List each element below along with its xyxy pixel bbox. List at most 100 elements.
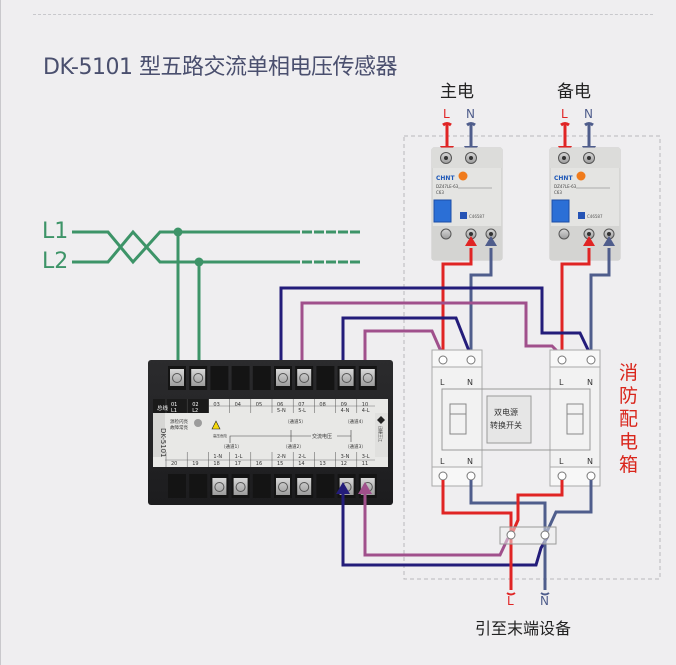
bus-label-l1: L1 [42, 219, 68, 244]
logo-text: 迅捷王江 [378, 426, 384, 442]
top-terminal-sub: L1 [171, 408, 177, 414]
frame-border [0, 0, 1, 665]
bottom-terminal-number: 20 [171, 461, 177, 467]
ats-bottom-l: L [440, 457, 445, 466]
top-terminal-sub: 4-L [362, 408, 370, 414]
svg-text:C46587: C46587 [469, 214, 485, 219]
top-terminal-number: 08 [319, 402, 325, 408]
top-terminal-sub: 5-N [277, 408, 286, 414]
ats-out-l-2 [509, 480, 564, 590]
indicator-text-1: 源检闪亮 [170, 418, 188, 425]
terminal-bottom-2 [189, 474, 208, 498]
output-terminal [499, 526, 557, 545]
main-n-label: N [466, 107, 475, 121]
output-n-label: N [540, 594, 549, 608]
cabinet-label-char: 消 [619, 362, 638, 384]
svg-text:C63: C63 [436, 190, 444, 195]
main-l-to-ats [441, 248, 473, 356]
main-breaker: CHNT DZ47LE-63 C63 C46587 [431, 147, 503, 261]
bus-label-l2: L2 [42, 249, 68, 274]
ats-top-n: N [467, 378, 473, 387]
bottom-terminal-sub: 3-L [362, 454, 370, 460]
ch5-l-wire [300, 301, 564, 370]
sensor-module [148, 360, 393, 505]
ats2-top-l: L [559, 378, 564, 387]
status-led [194, 419, 202, 427]
top-terminal-number: 06 [277, 402, 283, 408]
ch4-label: （通道4） [345, 418, 366, 425]
ats-label-line2: 转换开关 [490, 420, 522, 430]
output-l-label: L [507, 594, 514, 608]
bottom-terminal-sub: 2-N [277, 454, 286, 460]
bottom-terminal-sub: 1-L [235, 454, 243, 460]
main-source-label: 主电 [440, 82, 474, 102]
bottom-terminal-number: 19 [192, 461, 198, 467]
svg-text:高压危险: 高压危险 [213, 433, 227, 438]
ats-out-n-1 [469, 480, 547, 590]
ch1-label: （通道1） [221, 443, 242, 450]
bottom-terminal-number: 17 [235, 461, 241, 467]
bottom-terminal-number: 13 [319, 461, 325, 467]
top-terminal-sub: L2 [192, 408, 198, 414]
bottom-terminal-sub: 3-N [341, 454, 350, 460]
top-terminal-number: 04 [235, 402, 241, 408]
indicator-text-2: 故障常亮 [170, 424, 188, 431]
main-n-to-ats [469, 248, 493, 356]
backup-n-incoming [584, 122, 594, 148]
top-terminal-sub: 4-N [341, 408, 350, 414]
bottom-terminal-number: 18 [213, 461, 219, 467]
svg-text:DZ47LE-63: DZ47LE-63 [436, 184, 459, 189]
ats-bottom-n: N [467, 457, 473, 466]
main-l-incoming [442, 122, 452, 148]
ats-switch [431, 349, 601, 487]
ch5-n-wire [279, 286, 593, 370]
terminal-bottom-5 [252, 474, 271, 498]
ch3-label: （通道3） [345, 443, 366, 450]
top-terminal-number: 10 [362, 402, 368, 408]
sensor-model-label: DK-5101 [159, 428, 167, 458]
logo-icon [377, 416, 385, 424]
bottom-terminal-sub: 2-L [298, 454, 306, 460]
bus-drops [176, 232, 201, 370]
ac-voltage-label: 交流电压 [312, 433, 332, 440]
backup-l-to-ats [560, 248, 591, 356]
ats-top-l: L [440, 378, 445, 387]
svg-text:C46587: C46587 [587, 214, 603, 219]
top-divider [33, 14, 653, 15]
ats-out-n-2 [543, 480, 593, 537]
backup-l-incoming [560, 122, 570, 148]
backup-l-label: L [561, 107, 568, 121]
top-terminal-number: 05 [256, 402, 262, 408]
cabinet-boundary [403, 135, 661, 580]
terminal-bottom-1 [168, 474, 186, 498]
sensor-bus-label: 总线 [157, 404, 169, 412]
ats2-bottom-n: N [587, 457, 593, 466]
bottom-terminal-number: 12 [341, 461, 347, 467]
ch5-label: （通道5） [285, 418, 306, 425]
terminal-top-3 [210, 366, 229, 390]
top-terminal-sub: 5-L [298, 408, 306, 414]
terminal-bottom-8 [316, 474, 335, 498]
top-terminal-number: 07 [298, 402, 304, 408]
ats2-bottom-l: L [559, 457, 564, 466]
svg-text:CHNT: CHNT [554, 175, 573, 182]
cabinet-label-char: 电 [619, 431, 638, 453]
svg-text:C63: C63 [554, 190, 562, 195]
bottom-terminal-number: 15 [277, 461, 283, 467]
main-n-incoming [466, 122, 476, 148]
top-terminal-number: 09 [341, 402, 347, 408]
bus-dashes [300, 230, 350, 264]
ats-label-line1: 双电源 [494, 407, 518, 417]
ch4-n-wire [341, 316, 473, 370]
svg-text:CHNT: CHNT [436, 175, 455, 182]
backup-source-label: 备电 [557, 82, 591, 102]
backup-n-label: N [584, 107, 593, 121]
terminal-top-8 [316, 366, 335, 390]
bottom-terminal-number: 16 [256, 461, 262, 467]
top-terminal-number: 01 [171, 402, 177, 408]
cabinet-label-char: 配 [619, 408, 638, 430]
bottom-terminal-number: 14 [298, 461, 304, 467]
ch4-l-wire [363, 329, 445, 370]
